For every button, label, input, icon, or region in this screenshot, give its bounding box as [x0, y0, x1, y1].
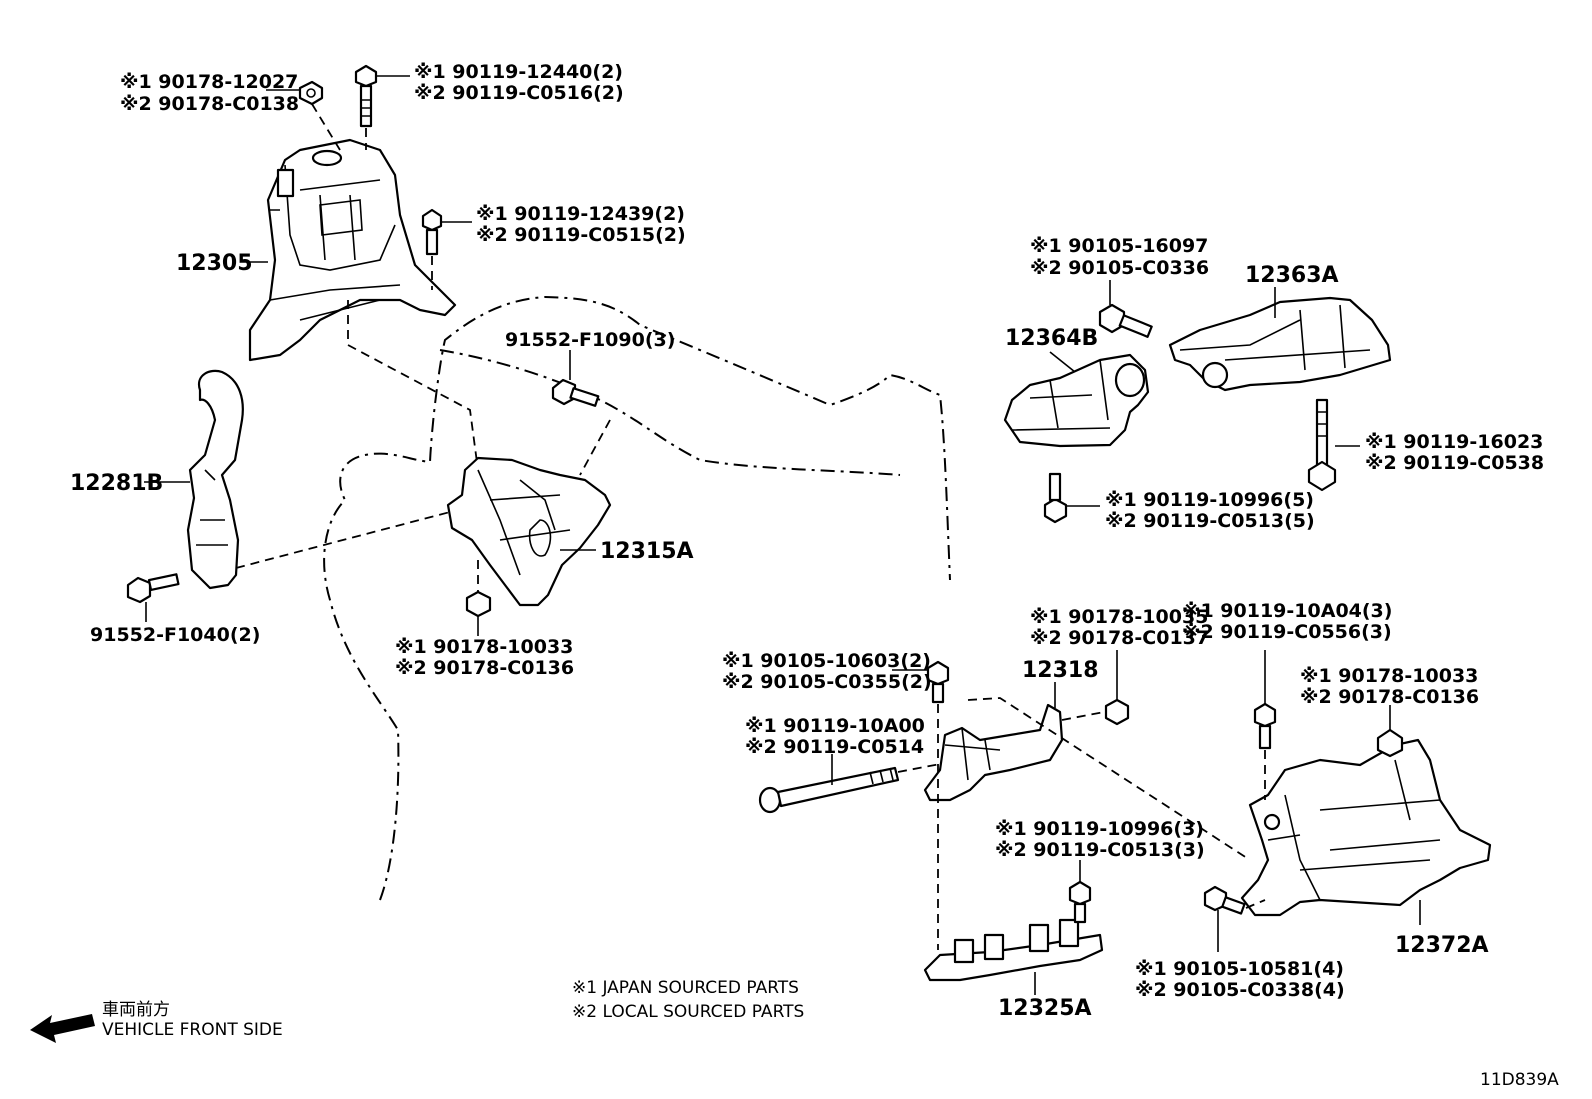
- label-12364b: 12364B: [1005, 326, 1098, 351]
- bolt-90119-10a04-icon: [1253, 702, 1277, 750]
- callout-c12-line2: ※2 90119-C0514: [745, 736, 924, 758]
- bolt-90105-16097-icon: [1098, 303, 1153, 338]
- callout-c1-line2: ※2 90178-C0138: [120, 93, 299, 115]
- callout-c8-line1: ※1 90178-10035: [1030, 606, 1208, 628]
- label-12363a: 12363A: [1245, 263, 1339, 288]
- callout-c14-line1: ※1 90105-10581(4): [1135, 958, 1344, 980]
- label-12372a: 12372A: [1395, 933, 1489, 958]
- callout-c13-line2: ※2 90119-C0513(3): [995, 839, 1205, 861]
- nut-90178-10035-icon: [1104, 698, 1130, 726]
- engine-outline: [323, 295, 951, 901]
- mount-bracket-12325a: [923, 918, 1104, 982]
- callout-c6-line2: ※2 90119-C0538: [1365, 452, 1544, 474]
- callout-c9-line1: ※1 90119-10A04(3): [1182, 600, 1392, 622]
- bolt-90119-10a00-icon: [758, 766, 900, 814]
- diagram-id: 11D839A: [1480, 1070, 1559, 1090]
- bolt-90119-16023-icon: [1307, 398, 1337, 492]
- engine-mount-12372a: [1240, 738, 1492, 917]
- label-12325a: 12325A: [998, 996, 1092, 1021]
- note-japan-sourced: ※1 JAPAN SOURCED PARTS: [572, 978, 799, 998]
- label-91552-f1090: 91552-F1090(3): [505, 329, 675, 351]
- bolt-90105-10603-icon: [926, 660, 950, 704]
- callout-c14-line2: ※2 90105-C0338(4): [1135, 979, 1345, 1001]
- label-12318: 12318: [1022, 658, 1099, 683]
- note-local-sourced: ※2 LOCAL SOURCED PARTS: [572, 1002, 804, 1022]
- callout-c2-line2: ※2 90119-C0516(2): [414, 82, 624, 104]
- label-12315a: 12315A: [600, 539, 694, 564]
- mount-insulator-12364b: [1003, 353, 1150, 448]
- callout-c7-line1: ※1 90119-10996(5): [1105, 489, 1314, 511]
- callout-c9-line2: ※2 90119-C0556(3): [1182, 621, 1392, 643]
- label-91552-f1040: 91552-F1040(2): [90, 624, 260, 646]
- callout-c11-line2: ※2 90178-C0136: [1300, 686, 1479, 708]
- bolt-90119-10996-icon: [1043, 472, 1068, 524]
- callout-c4-line2: ※2 90178-C0136: [395, 657, 574, 679]
- label-12281b: 12281B: [70, 471, 163, 496]
- callout-c1-line1: ※1 90178-12027: [120, 71, 298, 93]
- engine-hanger-12281b: [186, 369, 244, 590]
- callout-c7-line2: ※2 90119-C0513(5): [1105, 510, 1315, 532]
- mount-bracket-12315a: [446, 456, 612, 607]
- callout-c3-line2: ※2 90119-C0515(2): [476, 224, 686, 246]
- bolt-90119-12439-icon: [421, 208, 443, 256]
- callout-c8-line2: ※2 90178-C0137: [1030, 627, 1209, 649]
- bolt-91552-f1090-icon: [551, 378, 600, 407]
- callout-c13-line1: ※1 90119-10996(3): [995, 818, 1204, 840]
- bolt-90119-12440-icon: [354, 64, 378, 128]
- callout-c5-line2: ※2 90105-C0336: [1030, 257, 1209, 279]
- bolt-91552-f1040-icon: [126, 573, 180, 604]
- bolt-90105-10581-icon: [1203, 885, 1246, 915]
- mount-bracket-12318: [923, 703, 1064, 802]
- callout-c10-line2: ※2 90105-C0355(2): [722, 671, 932, 693]
- callout-c10-line1: ※1 90105-10603(2): [722, 650, 931, 672]
- bolt-90119-10996-3-icon: [1068, 880, 1092, 924]
- nut-90178-10033-icon: [465, 590, 492, 618]
- callout-c11-line1: ※1 90178-10033: [1300, 665, 1478, 687]
- direction-jp: 車両前方: [102, 1000, 170, 1020]
- callout-c5-line1: ※1 90105-16097: [1030, 235, 1208, 257]
- mount-bracket-12363a: [1168, 296, 1392, 392]
- callout-c3-line1: ※1 90119-12439(2): [476, 203, 685, 225]
- engine-mount-12305: [248, 138, 457, 362]
- callout-c4-line1: ※1 90178-10033: [395, 636, 573, 658]
- arrow-left-icon: [30, 1014, 95, 1043]
- nut-90178-10033-right-icon: [1376, 728, 1404, 758]
- callout-c12-line1: ※1 90119-10A00: [745, 715, 925, 737]
- label-12305: 12305: [176, 251, 253, 276]
- callout-c2-line1: ※1 90119-12440(2): [414, 61, 623, 83]
- callout-c6-line1: ※1 90119-16023: [1365, 431, 1543, 453]
- nut-90178-12027-icon: [298, 80, 324, 106]
- direction-en: VEHICLE FRONT SIDE: [102, 1020, 283, 1040]
